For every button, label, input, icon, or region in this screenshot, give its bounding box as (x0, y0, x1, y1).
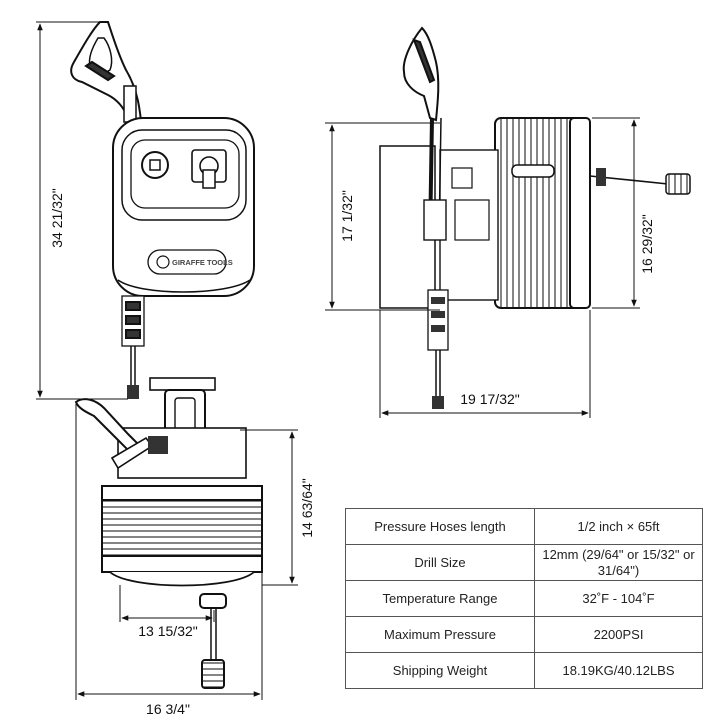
side-depth-label: 19 17/32" (460, 391, 519, 407)
table-row: Temperature Range 32˚F - 104˚F (345, 580, 703, 617)
spec-label: Pressure Hoses length (345, 508, 535, 545)
spec-value: 12mm (29/64" or 15/32" or 31/64") (534, 544, 703, 581)
spec-label: Shipping Weight (345, 652, 535, 689)
top-overall-width-label: 16 3/4" (146, 701, 190, 717)
front-brand-label: GIRAFFE TOOLS (172, 258, 233, 267)
side-drum-dimension (592, 117, 640, 309)
side-height-label: 17 1/32" (339, 190, 355, 242)
front-view: GIRAFFE TOOLS (70, 21, 255, 399)
table-row: Maximum Pressure 2200PSI (345, 616, 703, 653)
top-inner-width-dimension (119, 585, 215, 622)
front-height-label: 34 21/32" (49, 188, 65, 247)
top-height-dimension (240, 429, 298, 586)
side-view (379, 26, 691, 409)
spec-label: Drill Size (345, 544, 535, 581)
spec-value: 32˚F - 104˚F (534, 580, 703, 617)
spec-table: Pressure Hoses length 1/2 inch × 65ft Dr… (345, 508, 703, 689)
spec-label: Temperature Range (345, 580, 535, 617)
table-row: Drill Size 12mm (29/64" or 15/32" or 31/… (345, 544, 703, 581)
spec-value: 2200PSI (534, 616, 703, 653)
side-drum-height-label: 16 29/32" (639, 214, 655, 273)
spec-label: Maximum Pressure (345, 616, 535, 653)
top-inner-width-label: 13 15/32" (138, 623, 197, 639)
table-row: Shipping Weight 18.19KG/40.12LBS (345, 652, 703, 689)
top-view (74, 377, 263, 689)
front-gun-handle (70, 21, 144, 134)
table-row: Pressure Hoses length 1/2 inch × 65ft (345, 508, 703, 545)
spec-value: 1/2 inch × 65ft (534, 508, 703, 545)
side-height-dimension (325, 122, 440, 311)
side-depth-dimension (379, 310, 591, 418)
top-overall-width-dimension (75, 404, 263, 700)
top-height-label: 14 63/64" (299, 478, 315, 537)
spec-value: 18.19KG/40.12LBS (534, 652, 703, 689)
